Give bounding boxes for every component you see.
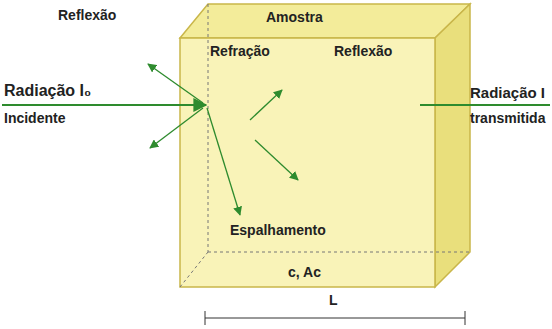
side-face <box>435 4 470 287</box>
sample-property: c, Ac <box>288 264 321 280</box>
transmitted-label: Radiação I <box>470 84 545 101</box>
incident-label: Incidente <box>4 110 65 126</box>
scattering-arrow <box>207 108 240 215</box>
sample-title: Amostra <box>266 9 323 25</box>
reflection-arrow <box>148 64 203 103</box>
incident-label: Radiação I₀ <box>4 82 91 100</box>
dimension-line <box>205 318 465 319</box>
hidden-edge <box>208 252 470 253</box>
dimension-tick <box>465 311 466 325</box>
hidden-edge <box>208 4 209 252</box>
scattering-label: Espalhamento <box>230 222 326 238</box>
transmitted-beam <box>420 104 550 106</box>
top-face <box>180 4 470 38</box>
front-face <box>180 38 435 287</box>
scatter-arrow <box>255 140 298 180</box>
refraction-arrow <box>250 90 282 120</box>
dimension-label: L <box>329 292 338 308</box>
reflection-label: Reflexão <box>58 7 116 23</box>
incident-beam <box>2 104 206 106</box>
reflection-arrow <box>150 108 203 148</box>
hidden-edge <box>180 252 208 287</box>
transmitted-label: transmitida <box>470 110 545 126</box>
dimension-tick <box>205 311 206 325</box>
reflection-label: Reflexão <box>334 43 392 59</box>
refraction-label: Refração <box>210 43 270 59</box>
